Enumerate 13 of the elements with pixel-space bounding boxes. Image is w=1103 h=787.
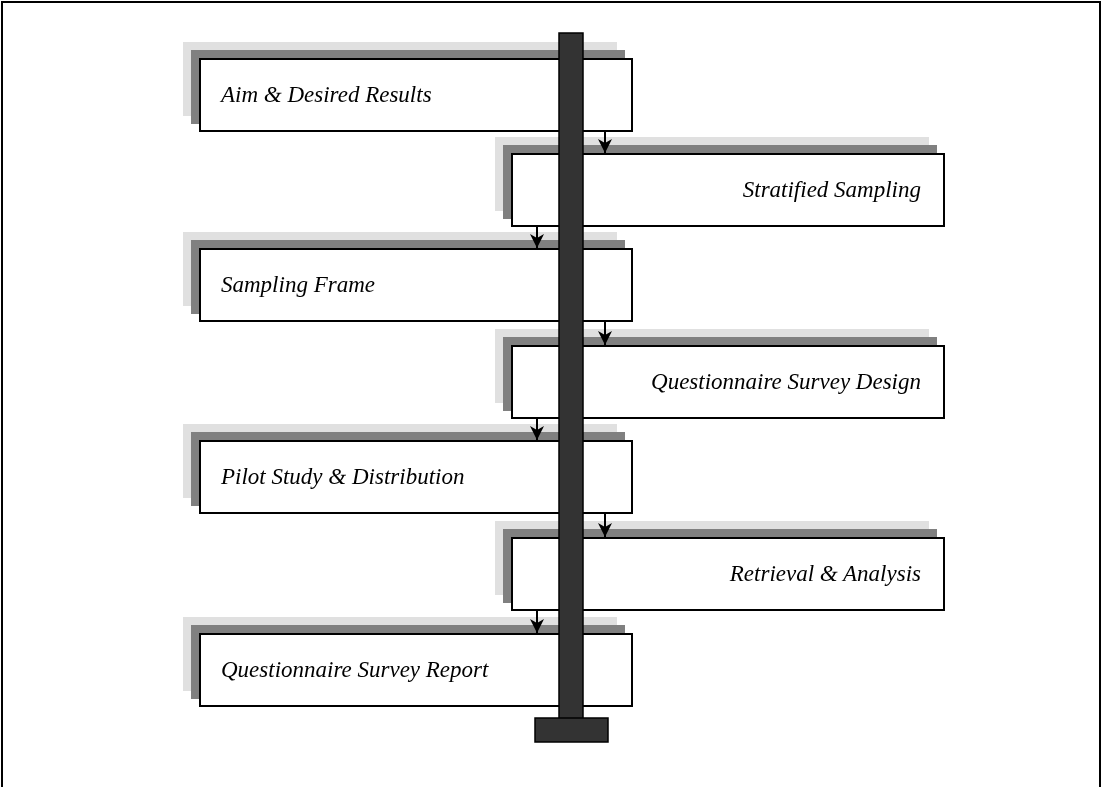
step-label: Pilot Study & Distribution [221,464,465,490]
step-label: Sampling Frame [221,272,375,298]
arrow [530,610,544,634]
arrow [530,418,544,441]
arrow [598,321,612,346]
step-label: Questionnaire Survey Report [221,657,489,683]
arrow [598,131,612,154]
step-label: Questionnaire Survey Design [651,369,921,395]
step-label: Aim & Desired Results [221,82,432,108]
arrow [598,513,612,538]
step-label: Stratified Sampling [742,177,921,203]
arrow [530,226,544,249]
step-label: Retrieval & Analysis [729,561,921,587]
